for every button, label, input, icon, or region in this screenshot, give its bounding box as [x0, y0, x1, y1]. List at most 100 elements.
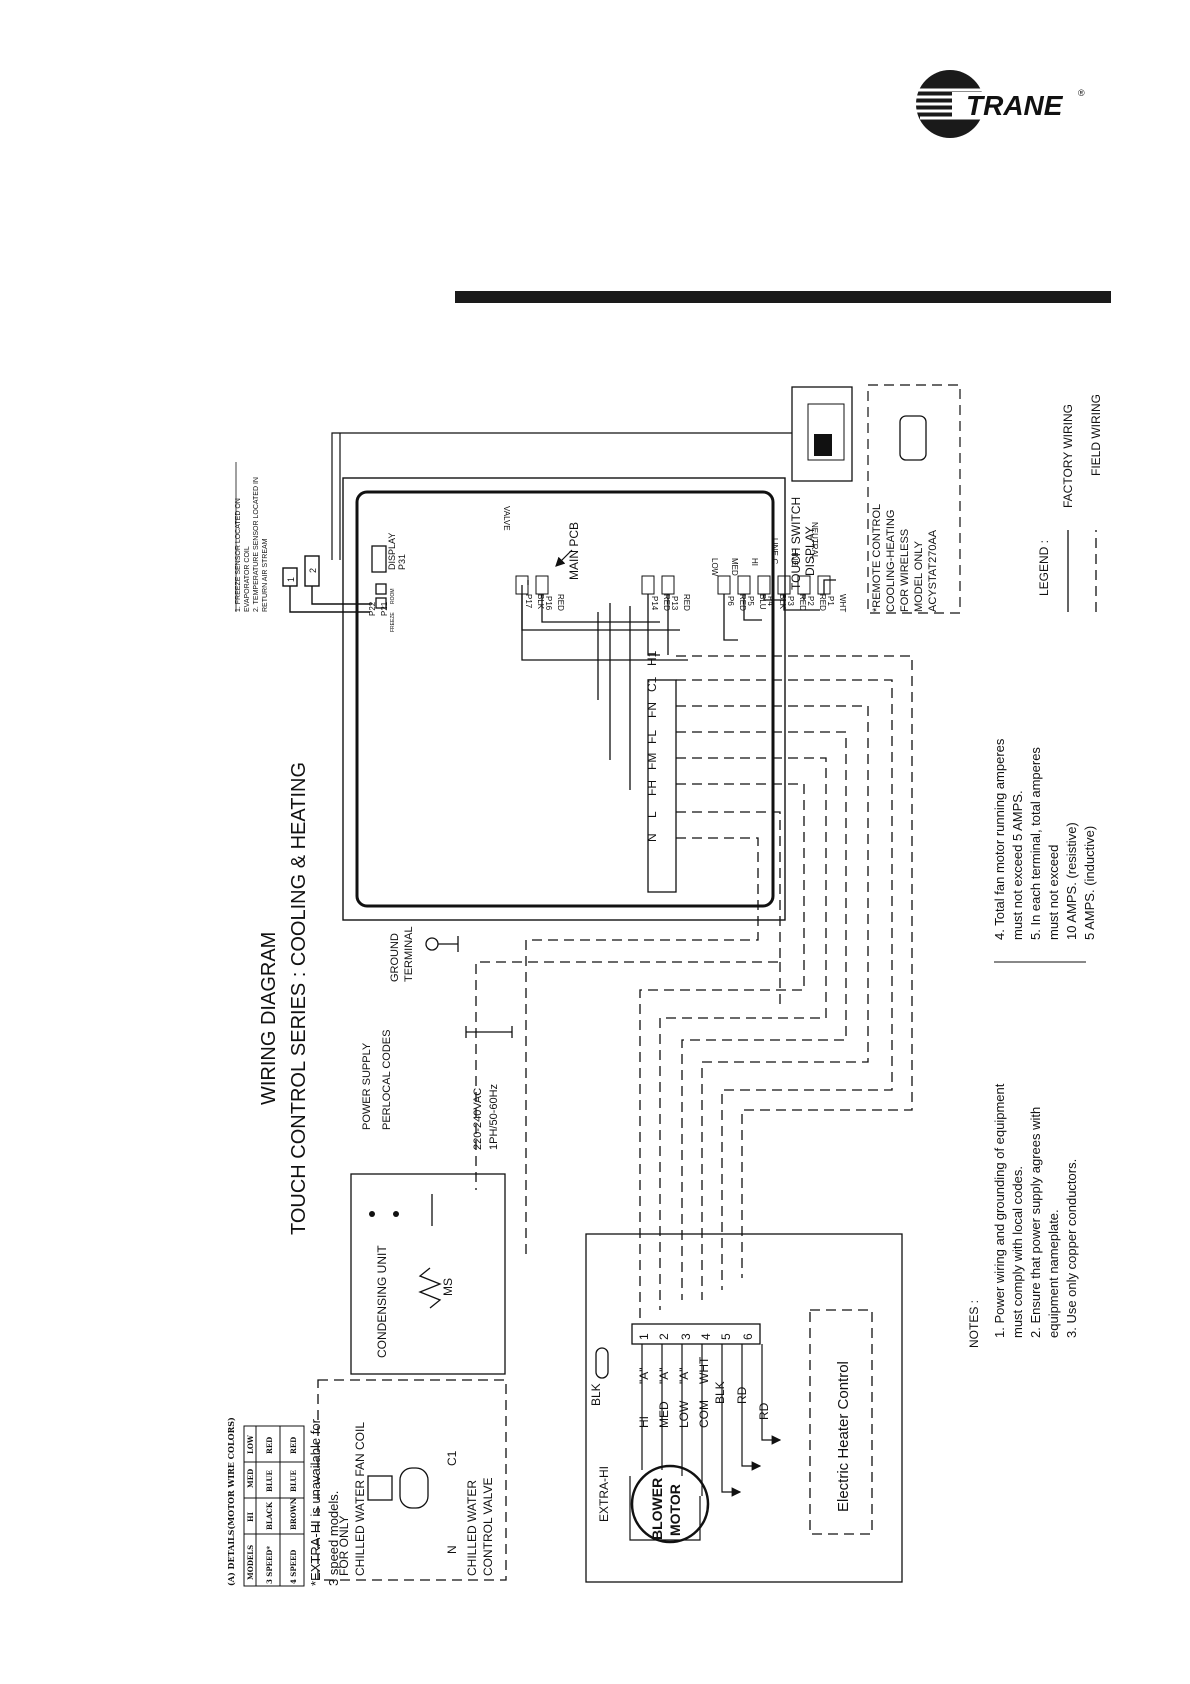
- pcb-ports-5-color-text: BLU: [758, 594, 767, 610]
- condensing-label: CONDENSING UNIT: [375, 1245, 389, 1358]
- note-4b: must not exceed 5 AMPS.: [1010, 790, 1025, 940]
- power-supply-line2: PERLOCAL CODES: [381, 1030, 393, 1130]
- blower-label-2: MOTOR: [667, 1484, 683, 1536]
- sensors-note1b-text: EVAPORATOR COIL: [244, 546, 251, 612]
- motor-tap-5-a: BLK: [713, 1381, 727, 1404]
- note-4a: 4. Total fan motor running amperes: [992, 738, 1007, 940]
- pcb-ports-9-color-text: WHT: [838, 594, 847, 612]
- motor-tap-2-num: 2: [657, 1333, 671, 1340]
- sensors-note1-text: 1. FREEZE SENSOR LOCATED ON: [235, 498, 242, 612]
- chilled-water-box: [317, 1379, 507, 1581]
- wire_table-headers-0-text: MODELS: [246, 1545, 255, 1580]
- pcb-ports-5-func-text: MED: [730, 558, 739, 576]
- remote-icon: [899, 415, 927, 461]
- wire_table-rows-1-3-text: RED: [289, 1437, 298, 1454]
- pcb-ports-7-color-text: RED: [798, 594, 807, 611]
- wire_table-rows-1-1-text: BROWN: [289, 1497, 298, 1530]
- valve-icon: [367, 1475, 393, 1501]
- diagram-title: WIRING DIAGRAM TOUCH CONTROL SERIES : CO…: [258, 762, 310, 1235]
- wire-color-table: (A) DETAILS(MOTOR WIRE COLORS) MODELS HI…: [226, 1417, 341, 1587]
- pcb-ports-1-id-text: P16: [544, 596, 553, 611]
- wire_table-footnote1-text: *EXTRA-HI is unavailable for: [308, 1418, 323, 1586]
- main-pcb-label: MAIN PCB: [567, 522, 581, 580]
- terminal-c1: C1: [645, 676, 659, 692]
- coil-valve1-text: CHILLED WATER: [465, 1480, 479, 1576]
- wire_table-headers-1-text: HI: [246, 1512, 255, 1522]
- wire_table-rows-1-0-text: 4 SPEED: [289, 1550, 298, 1584]
- note-5b: must not exceed: [1046, 845, 1061, 940]
- pcb-ports-6-func-text: HI: [750, 558, 759, 566]
- motor-tap-3-num: 3: [679, 1333, 693, 1340]
- wire_table-rows-0-2-text: BLUE: [265, 1470, 274, 1492]
- wire_table-footnote2-text: 3 speed models.: [326, 1491, 341, 1586]
- title-line2-text: TOUCH CONTROL SERIES : COOLING & HEATING: [288, 762, 310, 1235]
- terminal-block: [647, 679, 677, 893]
- terminal-n: N: [645, 833, 659, 842]
- display-connector: [371, 545, 387, 609]
- blower-label-1: BLOWER: [649, 1478, 665, 1540]
- wire_table-headers-2-text: MED: [246, 1469, 255, 1488]
- legend-field: FIELD WIRING: [1089, 394, 1103, 476]
- pcb-room-text: ROOM: [390, 588, 396, 604]
- motor-tap-1-name: HI: [637, 1416, 651, 1428]
- brand-name: TRANE: [966, 90, 1064, 121]
- ground-line2-text: TERMINAL: [403, 926, 415, 982]
- trane-logo: TRANE ®: [912, 66, 1122, 142]
- pcb-ports-4-id-text: P6: [726, 596, 735, 606]
- pcb-ports-0-id-text: P17: [524, 594, 533, 609]
- ms-label: MS: [441, 1278, 455, 1296]
- motor-tap-6-num: 6: [741, 1333, 755, 1340]
- pcb-ports-4-func-text: LOW: [710, 558, 719, 577]
- terminal-fm: FM: [645, 753, 659, 770]
- note-5d: 5 AMPS. (inductive): [1082, 826, 1097, 940]
- motor-tap-3-name: LOW: [677, 1400, 691, 1428]
- note-2a: 2. Ensure that power supply agrees with: [1028, 1107, 1043, 1338]
- voltage-line2: 1PH/50-60Hz: [488, 1084, 500, 1150]
- pcb-p22-text: P22: [368, 601, 377, 616]
- touch-display-line1: TOUCH SWITCH: [789, 497, 803, 590]
- registered-mark: ®: [1078, 88, 1085, 98]
- wire_table-rows-0-3-text: RED: [265, 1437, 274, 1454]
- field-wiring: [475, 655, 913, 1318]
- motor-tap-1-a: "A": [637, 1367, 651, 1384]
- n-label: N: [445, 1545, 459, 1554]
- pcb-ports-8-func-text: LINE: [790, 548, 799, 566]
- wire_table-title-text: (A) DETAILS(MOTOR WIRE COLORS): [226, 1417, 236, 1586]
- motor-tap-3-a: "A": [677, 1367, 691, 1384]
- wire_table-rows-0-1-text: BLACK: [265, 1501, 274, 1530]
- pcb-ports-8-id-text: P2: [806, 596, 815, 606]
- motor-tap-5-num: 5: [719, 1333, 733, 1340]
- terminal-h1: H1: [645, 650, 659, 666]
- electric-heater-label: Electric Heater Control: [835, 1361, 852, 1512]
- remote-lines-1-text: COOLING-HEATING: [885, 510, 897, 612]
- pcb-ports-6-id-text: P4: [766, 596, 775, 606]
- wire_table-headers-3-text: LOW: [246, 1435, 255, 1454]
- motor-tap-1-num: 1: [637, 1333, 651, 1340]
- pcb-ports-0-func-text: VALVE: [502, 506, 511, 531]
- pcb-ports-1-color-text: RED: [556, 594, 565, 611]
- blk-label: BLK: [589, 1383, 603, 1406]
- touch-display-line2: DISPLAY: [803, 526, 817, 576]
- remote-lines-3-text: MODEL ONLY: [913, 540, 925, 612]
- pcb-port-p6: P6 LOW RED: [710, 558, 747, 611]
- terminal-fl: FL: [645, 730, 659, 744]
- pcb-ports-5-id-text: P5: [746, 596, 755, 606]
- legend-factory: FACTORY WIRING: [1061, 404, 1075, 508]
- motor-tap-2-a: "A": [657, 1367, 671, 1384]
- pcb-ports-2-color-text: RED: [662, 594, 671, 611]
- pcb-ports-6-color-text: BLK: [778, 594, 787, 610]
- terminal-fn: FN: [645, 702, 659, 718]
- sensors-note2-text: 2. TEMPERATURE SENSOR LOCATED IN: [253, 477, 260, 612]
- pcb-ports-3-color-text: RED: [682, 594, 691, 611]
- motor-tap-4-name: COM: [697, 1400, 711, 1428]
- pcb-ports-9-id-text: P1: [826, 596, 835, 606]
- legend-title: LEGEND :: [1037, 540, 1051, 596]
- sensor-2-label: 2: [308, 568, 318, 573]
- pcb-ports-0-color-text: BLK: [536, 594, 545, 610]
- motor-tap-2-name: MED: [657, 1401, 671, 1428]
- pcb-ports-8-color-text: RED: [818, 594, 827, 611]
- sensor-notes: 1. FREEZE SENSOR LOCATED ON EVAPORATOR C…: [235, 477, 269, 612]
- coil-line2-text: CHILLED WATER FAN COIL: [353, 1422, 367, 1576]
- motor-terminal-strip: [631, 1323, 761, 1345]
